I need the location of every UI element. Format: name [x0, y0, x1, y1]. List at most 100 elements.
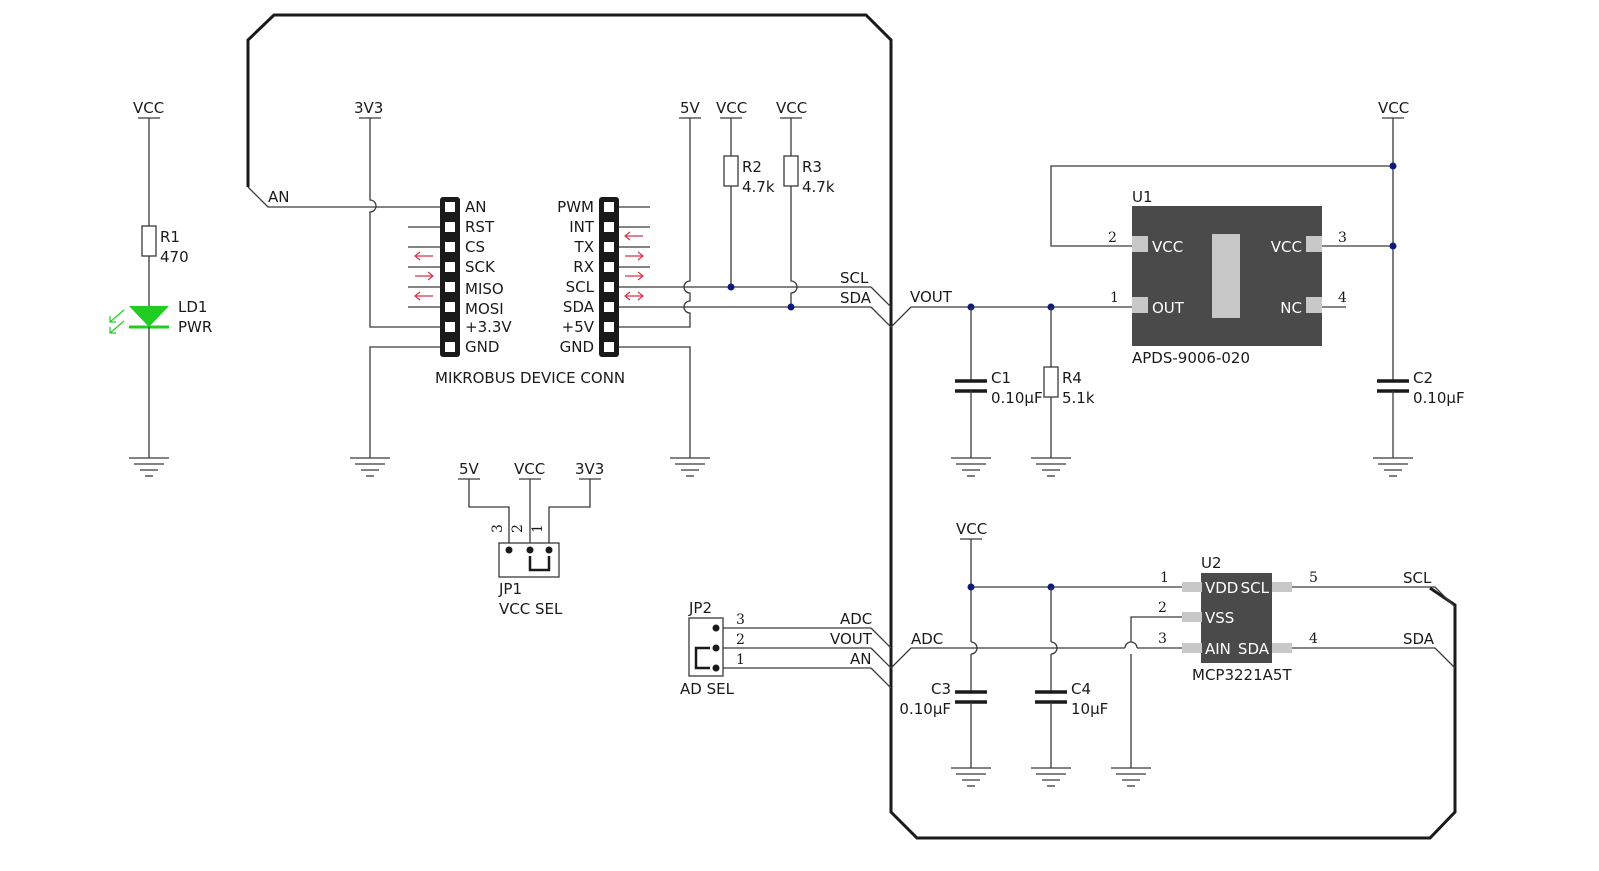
- u2-body: [1201, 573, 1272, 663]
- bus-outline: [246, 13, 1457, 840]
- u1-ref: U1: [1132, 188, 1153, 206]
- c3-value: 0.10µF: [899, 700, 951, 718]
- u1-sensor: VOUT C1 0.10µF R4 5.1k U1: [890, 99, 1465, 477]
- vcc-label-r3: VCC: [776, 99, 807, 117]
- ld1-light-arrows: [109, 309, 125, 334]
- mikrobus-left-pin-4: SCK: [465, 258, 496, 276]
- r3-value: 4.7k: [802, 178, 835, 196]
- c1-ref: C1: [991, 369, 1011, 387]
- jp1-pin-3: 3: [490, 524, 506, 533]
- gnd-symbol-ld1: [129, 457, 169, 477]
- jp2-title: AD SEL: [680, 680, 735, 698]
- c2-ref: C2: [1413, 369, 1433, 387]
- jp2-pin-2: 2: [736, 632, 745, 648]
- jp2-ref: JP2: [688, 599, 712, 617]
- jp1-title: VCC SEL: [499, 600, 563, 618]
- u2-pin-3-num: 3: [1158, 631, 1167, 647]
- mikrobus-left-pin-8: GND: [465, 338, 499, 356]
- mikrobus-left-pin-1: AN: [465, 198, 486, 216]
- v5-label-jp1: 5V: [459, 460, 480, 478]
- c4-value: 10µF: [1071, 700, 1108, 718]
- u1-pin-4-num: 4: [1338, 290, 1347, 306]
- power-led-section: VCC R1 470 LD1 PWR: [109, 99, 212, 477]
- r4-ref: R4: [1062, 369, 1082, 387]
- mikrobus-right-pin-1: PWM: [557, 198, 594, 216]
- scl-net-label-top: SCL: [840, 269, 869, 287]
- mikrobus-left-pin-3: CS: [465, 238, 485, 256]
- u2-ref: U2: [1201, 554, 1222, 572]
- u1-pin-1-num: 1: [1110, 290, 1119, 306]
- mikrobus-left-pin-6: MOSI: [465, 300, 504, 318]
- jp2-pin-1: 1: [736, 652, 745, 668]
- u2-pin-2-num: 2: [1158, 600, 1167, 616]
- gnd-symbol-mikrobus-left: [350, 457, 390, 477]
- ld1-diode: [129, 306, 169, 327]
- mikrobus-right-pin-4: RX: [573, 258, 594, 276]
- u1-pin-3-num: 3: [1338, 230, 1347, 246]
- mikrobus-right-pin-8: GND: [560, 338, 594, 356]
- r3-ref: R3: [802, 158, 822, 176]
- mikrobus-left-arrows: [414, 251, 434, 301]
- u2-part: MCP3221A5T: [1192, 666, 1292, 684]
- mikrobus-left-header: [440, 197, 460, 357]
- r1-value: 470: [160, 248, 189, 266]
- gnd-symbol-u2: [1111, 767, 1151, 787]
- mikrobus-right-arrows: [624, 231, 644, 301]
- mikrobus-left-pin-2: RST: [465, 218, 495, 236]
- gnd-symbol-r4: [1031, 457, 1071, 477]
- c3-ref: C3: [931, 680, 951, 698]
- c4-ref: C4: [1071, 680, 1091, 698]
- mikrobus-connector: 3V3 AN: [247, 99, 892, 477]
- v33-label-jp1: 3V3: [575, 460, 604, 478]
- mikrobus-right-pin-7: +5V: [562, 318, 595, 336]
- vcc-label-u1: VCC: [1378, 99, 1409, 117]
- u1-part: APDS-9006-020: [1132, 349, 1250, 367]
- u2-pin-4-num: 4: [1309, 631, 1318, 647]
- gnd-symbol-c3: [951, 767, 991, 787]
- u2-pin-1-num: 1: [1160, 570, 1169, 586]
- jp2-pin-3: 3: [736, 612, 745, 628]
- jp2-ad-sel: JP2 AD SEL 3 2 1 ADC VOUT AN: [680, 599, 892, 698]
- u2-adc: VCC ADC C3 0.10µF: [890, 520, 1456, 787]
- vcc-label-r1: VCC: [133, 99, 164, 117]
- c2-value: 0.10µF: [1413, 389, 1465, 407]
- scl-net-label-u2: SCL: [1403, 569, 1432, 587]
- gnd-symbol-c4: [1031, 767, 1071, 787]
- jp1-pin-1: 1: [530, 524, 546, 533]
- sda-net-label-u2: SDA: [1403, 630, 1435, 648]
- r4-value: 5.1k: [1062, 389, 1095, 407]
- vcc-label-u2: VCC: [956, 520, 987, 538]
- ld1-ref: LD1: [178, 298, 207, 316]
- r2-ref: R2: [742, 158, 762, 176]
- mikrobus-right-pin-6: SDA: [563, 298, 595, 316]
- u1-pin-2-num: 2: [1108, 230, 1117, 246]
- r2-value: 4.7k: [742, 178, 775, 196]
- mikrobus-right-header: [599, 197, 619, 357]
- ld1-value: PWR: [178, 318, 212, 336]
- gnd-symbol-c1: [951, 457, 991, 477]
- mikrobus-right-pin-3: TX: [574, 238, 594, 256]
- u2-pin-ain: AIN: [1205, 640, 1231, 658]
- u1-pin-vcc-left: VCC: [1152, 238, 1183, 256]
- u2-pin-5-num: 5: [1309, 570, 1318, 586]
- jp1-ref: JP1: [498, 580, 522, 598]
- u1-pin-vcc-right: VCC: [1271, 238, 1302, 256]
- mikrobus-title: MIKROBUS DEVICE CONN: [435, 369, 625, 387]
- c1-value: 0.10µF: [991, 389, 1043, 407]
- u1-pin-nc: NC: [1280, 299, 1302, 317]
- u2-pin-vss: VSS: [1205, 609, 1234, 627]
- mikrobus-right-pin-5: SCL: [566, 278, 595, 296]
- r1-ref: R1: [160, 228, 180, 246]
- mikrobus-left-pin-7: +3.3V: [465, 318, 512, 336]
- vcc-label-jp1: VCC: [514, 460, 545, 478]
- an-net-label: AN: [268, 188, 289, 206]
- u2-pin-vdd: VDD: [1205, 579, 1238, 597]
- u2-pin-sda: SDA: [1238, 640, 1270, 658]
- r1-body: [141, 225, 157, 257]
- gnd-symbol-mikrobus-right: [670, 457, 710, 477]
- u1-pin-out: OUT: [1152, 299, 1185, 317]
- jp1-vcc-sel: 5V VCC 3V3 3 2 1 JP1 VCC SEL: [458, 460, 604, 618]
- v5-label-mikrobus: 5V: [680, 99, 701, 117]
- an-net-label-jp2: AN: [850, 650, 871, 668]
